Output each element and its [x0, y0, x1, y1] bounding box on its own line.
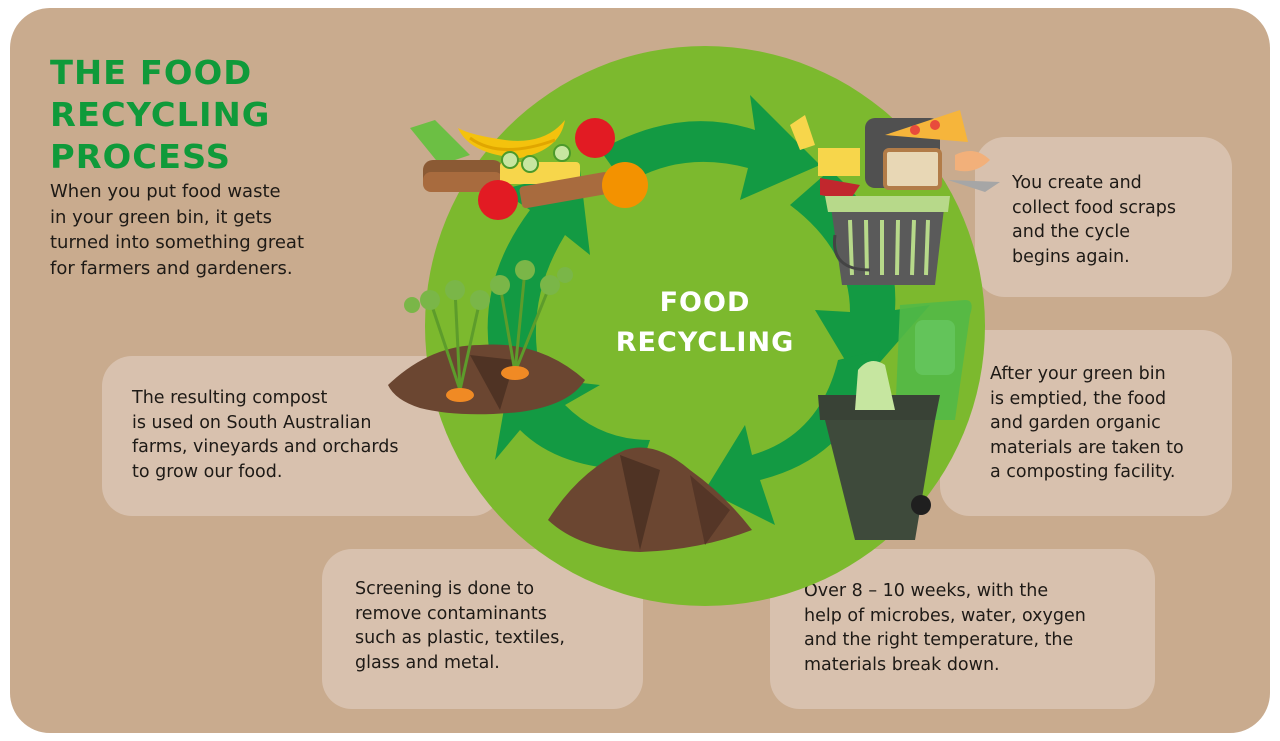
food-caddy-icon: [790, 110, 1000, 285]
step-box-collect: You create and collect food scraps and t…: [975, 137, 1232, 297]
fresh-food-icon: [410, 118, 648, 220]
step-text-bin: After your green bin is emptied, the foo…: [990, 364, 1184, 482]
step-text-collect: You create and collect food scraps and t…: [1012, 173, 1176, 267]
step-box-screening: Screening is done to remove contaminants…: [322, 549, 643, 709]
step-box-bin: After your green bin is emptied, the foo…: [940, 330, 1232, 516]
center-label: FOOD RECYCLING: [615, 287, 795, 358]
green-bin-icon: [818, 300, 972, 540]
intro-text: When you put food waste in your green bi…: [50, 181, 304, 279]
step-text-screening: Screening is done to remove contaminants…: [355, 579, 565, 673]
step-text-compost: The resulting compost is used on South A…: [132, 388, 399, 482]
carrot-plants-icon: [388, 260, 585, 415]
compost-pile-icon: [548, 447, 752, 552]
page-title: THE FOOD RECYCLING PROCESS: [50, 53, 271, 176]
step-box-breakdown: Over 8 – 10 weeks, with the help of micr…: [770, 549, 1155, 709]
step-text-breakdown: Over 8 – 10 weeks, with the help of micr…: [804, 581, 1086, 675]
